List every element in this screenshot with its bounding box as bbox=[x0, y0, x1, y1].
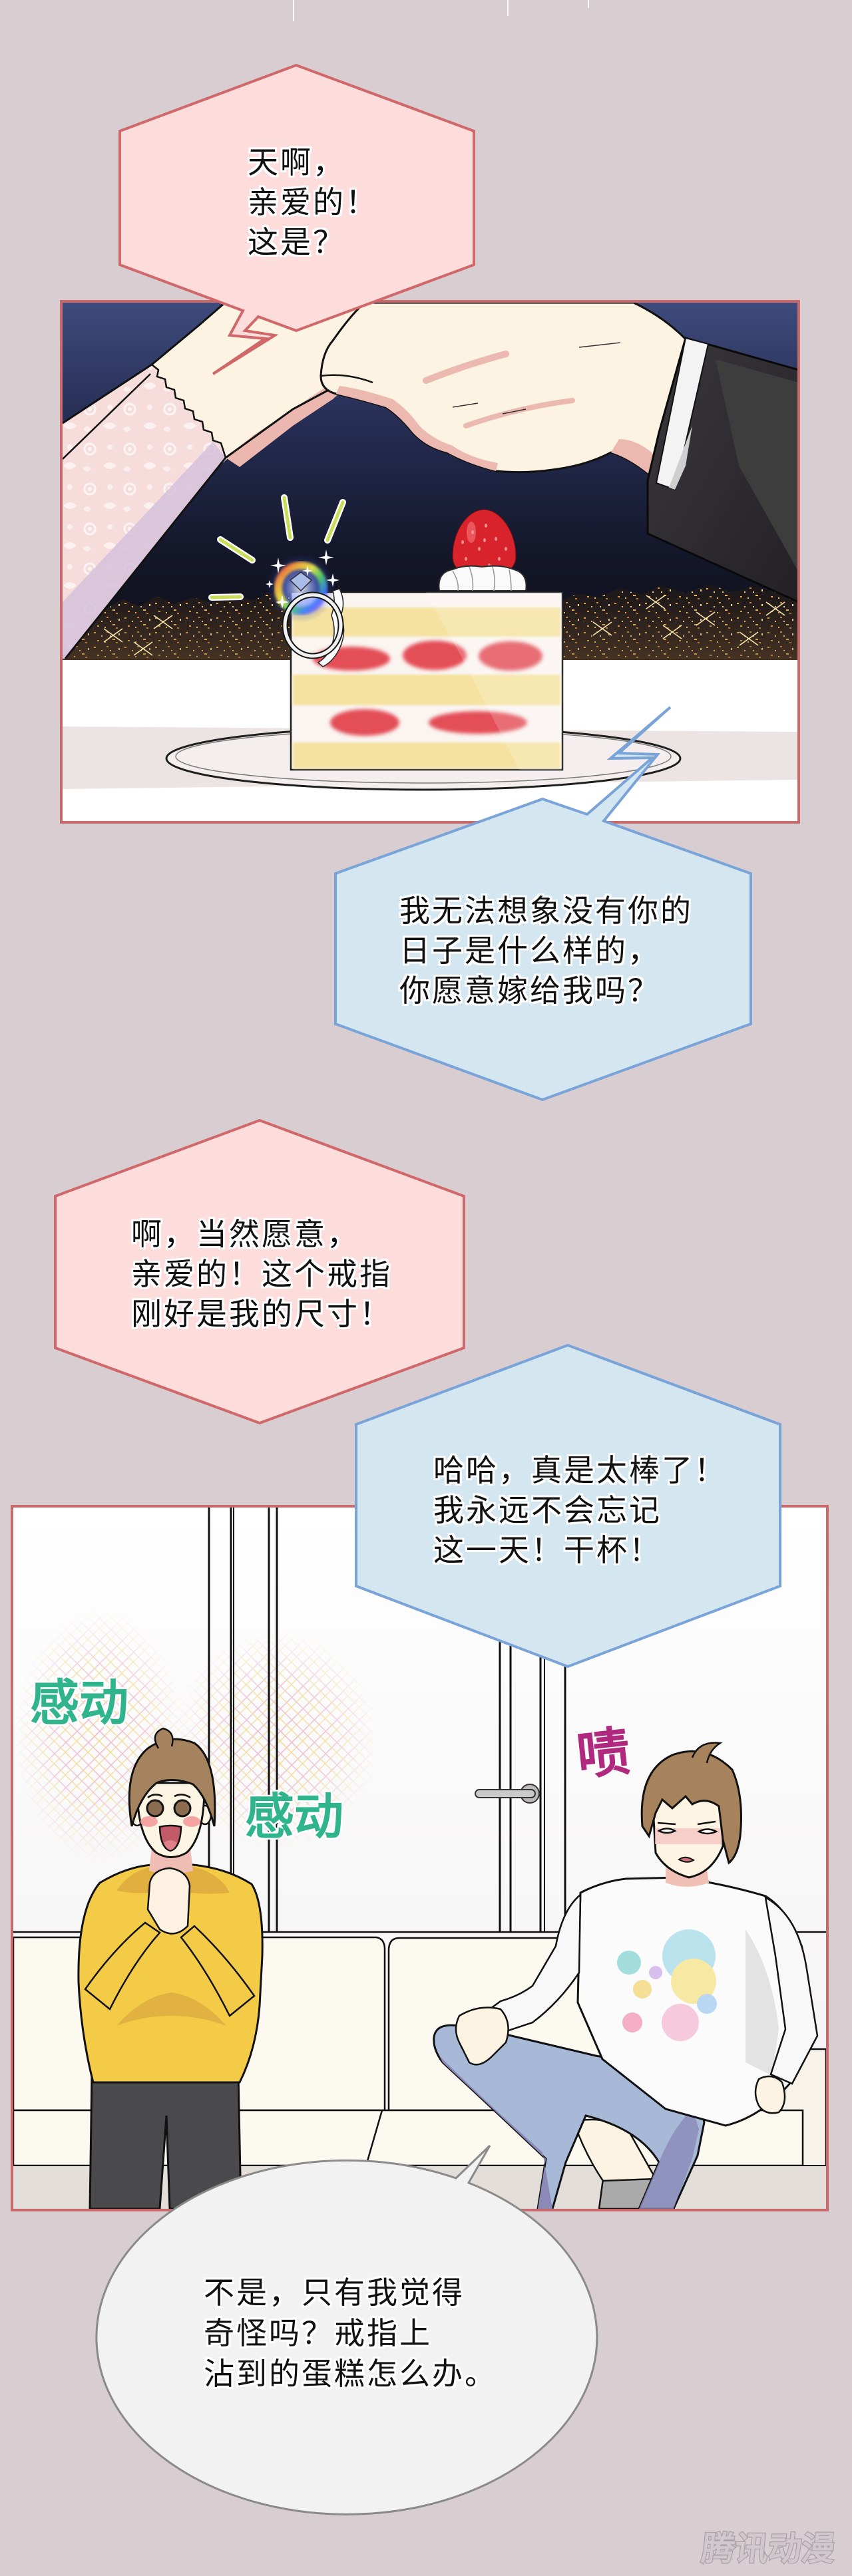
speech-line: 啊，当然愿意， bbox=[131, 1216, 359, 1252]
strawberry-shortcake bbox=[290, 591, 564, 771]
sparkle-lines bbox=[208, 494, 346, 601]
speech-bubble-4-shape bbox=[355, 1343, 781, 1669]
character-yellow-sweater bbox=[77, 1727, 264, 2209]
speech-line: 日子是什么样的， bbox=[399, 933, 660, 969]
speech-bubble-5-shape bbox=[95, 2144, 598, 2515]
half-closed-eye bbox=[657, 1828, 677, 1834]
speech-line: 天啊， bbox=[248, 144, 345, 180]
speech-line: 这是？ bbox=[248, 224, 345, 260]
sfx-moved-1: 感动 bbox=[30, 1675, 128, 1732]
speech-bubble-3-text: 啊，当然愿意， 亲爱的！这个戒指 刚好是我的尺寸！ bbox=[131, 1214, 392, 1334]
speech-line: 这一天！干杯！ bbox=[433, 1532, 662, 1568]
speech-line: 哈哈，真是太棒了！ bbox=[433, 1452, 727, 1488]
speech-bubble-5-text: 不是，只有我觉得 奇怪吗？戒指上 沾到的蛋糕怎么办。 bbox=[204, 2273, 497, 2394]
watermark-logo: 腾讯动漫 bbox=[700, 2529, 837, 2568]
speech-bubble-4-text: 哈哈，真是太棒了！ 我永远不会忘记 这一天！干杯！ bbox=[433, 1450, 727, 1570]
half-closed-eye bbox=[697, 1828, 718, 1835]
shirt-watercolor-print bbox=[617, 1929, 717, 2041]
hair bbox=[640, 1750, 742, 1865]
door-handle bbox=[475, 1784, 540, 1804]
top-edge-marks bbox=[293, 0, 589, 21]
speech-line: 亲爱的！ bbox=[248, 184, 378, 220]
hair bbox=[128, 1738, 216, 1827]
panel-1-border bbox=[60, 300, 800, 824]
speech-line: 我永远不会忘记 bbox=[433, 1492, 662, 1528]
window-frame bbox=[208, 1508, 278, 1933]
speech-bubble-2-text: 我无法想象没有你的 日子是什么样的， 你愿意嫁给我吗？ bbox=[399, 891, 693, 1011]
panel-1 bbox=[60, 300, 800, 824]
strawberry-topping bbox=[452, 509, 517, 577]
speech-line: 奇怪吗？戒指上 bbox=[204, 2315, 432, 2351]
sparkle-star-icons bbox=[266, 550, 339, 609]
speech-line: 我无法想象没有你的 bbox=[399, 893, 693, 929]
speech-line: 沾到的蛋糕怎么办。 bbox=[204, 2356, 497, 2392]
suit-sleeve bbox=[646, 337, 797, 603]
clasped-hands bbox=[146, 1867, 191, 1935]
man-hand bbox=[320, 303, 688, 482]
speech-line: 不是，只有我觉得 bbox=[204, 2275, 465, 2311]
woman-lace-sleeve bbox=[63, 363, 227, 659]
sfx-moved-2: 感动 bbox=[245, 1788, 343, 1846]
character-white-shirt bbox=[433, 1742, 819, 2209]
strawberry-slices bbox=[313, 641, 542, 736]
speech-bubble-1-text: 天啊， 亲爱的！ 这是？ bbox=[248, 142, 378, 262]
diamond-icon bbox=[289, 571, 313, 592]
eye bbox=[146, 1799, 164, 1818]
mouth bbox=[678, 1856, 695, 1863]
speech-line: 你愿意嫁给我吗？ bbox=[399, 973, 660, 1009]
whipped-cream-rosette bbox=[438, 565, 527, 591]
engagement-ring bbox=[266, 550, 345, 667]
speech-bubble-2-shape bbox=[334, 706, 752, 1102]
eye bbox=[173, 1799, 192, 1818]
speech-line: 亲爱的！这个戒指 bbox=[131, 1256, 392, 1292]
sfx-tsk: 啧 bbox=[574, 1720, 633, 1787]
panel-2: 感动 感动 啧 bbox=[11, 1505, 829, 2211]
hand-on-knee bbox=[455, 2007, 509, 2066]
city-light-sparkles bbox=[103, 595, 785, 656]
speech-bubble-3-shape bbox=[54, 1118, 465, 1425]
speech-bubble-1-shape bbox=[118, 63, 475, 375]
speech-line: 刚好是我的尺寸！ bbox=[131, 1296, 392, 1332]
